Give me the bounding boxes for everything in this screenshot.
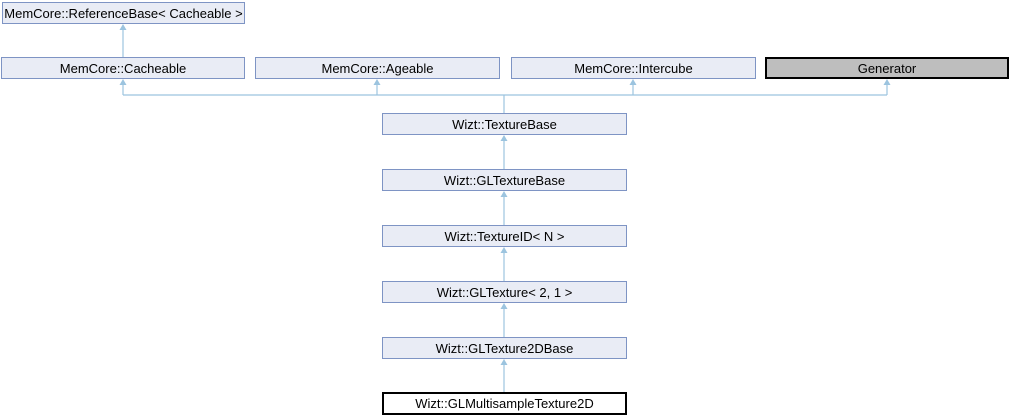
class-node-memcore-cacheable[interactable]: MemCore::Cacheable — [1, 57, 245, 79]
class-node-label: Generator — [857, 60, 917, 76]
edge-gltexturebase-to-texturebase — [500, 135, 508, 169]
class-node-label: Wizt::TextureID< N > — [444, 228, 565, 244]
class-node-label: MemCore::Intercube — [574, 60, 693, 76]
class-node-label: Wizt::GLTextureBase — [443, 172, 566, 188]
edge-gltexture-to-textureid — [500, 247, 508, 281]
edge-cacheable-to-referencebase — [119, 24, 127, 57]
class-node-wizt-glmultisampletexture2d: Wizt::GLMultisampleTexture2D — [382, 392, 627, 415]
class-node-label: MemCore::Ageable — [321, 60, 434, 76]
edge-glmultisampletexture2d-to-gltexture2dbase — [500, 359, 508, 392]
class-node-wizt-gltexture[interactable]: Wizt::GLTexture< 2, 1 > — [382, 281, 627, 303]
class-node-label: Wizt::TextureBase — [452, 116, 557, 132]
class-node-wizt-texturebase[interactable]: Wizt::TextureBase — [382, 113, 627, 135]
class-node-label: Wizt::GLTexture2DBase — [435, 340, 574, 356]
class-node-generator: Generator — [765, 57, 1009, 79]
class-node-wizt-gltexturebase[interactable]: Wizt::GLTextureBase — [382, 169, 627, 191]
class-node-label: Wizt::GLTexture< 2, 1 > — [436, 284, 573, 300]
edge-textureid-to-gltexturebase — [500, 191, 508, 225]
class-node-memcore-referencebase[interactable]: MemCore::ReferenceBase< Cacheable > — [2, 2, 245, 24]
class-node-label: MemCore::ReferenceBase< Cacheable > — [4, 5, 243, 21]
class-node-memcore-ageable[interactable]: MemCore::Ageable — [255, 57, 500, 79]
class-node-label: Wizt::GLMultisampleTexture2D — [415, 396, 594, 411]
class-node-label: MemCore::Cacheable — [59, 60, 187, 76]
class-node-wizt-gltexture2dbase[interactable]: Wizt::GLTexture2DBase — [382, 337, 627, 359]
edge-texturebase-to-parents — [119, 79, 891, 113]
class-node-wizt-textureid[interactable]: Wizt::TextureID< N > — [382, 225, 627, 247]
edge-gltexture2dbase-to-gltexture — [500, 303, 508, 337]
class-node-memcore-intercube[interactable]: MemCore::Intercube — [511, 57, 756, 79]
